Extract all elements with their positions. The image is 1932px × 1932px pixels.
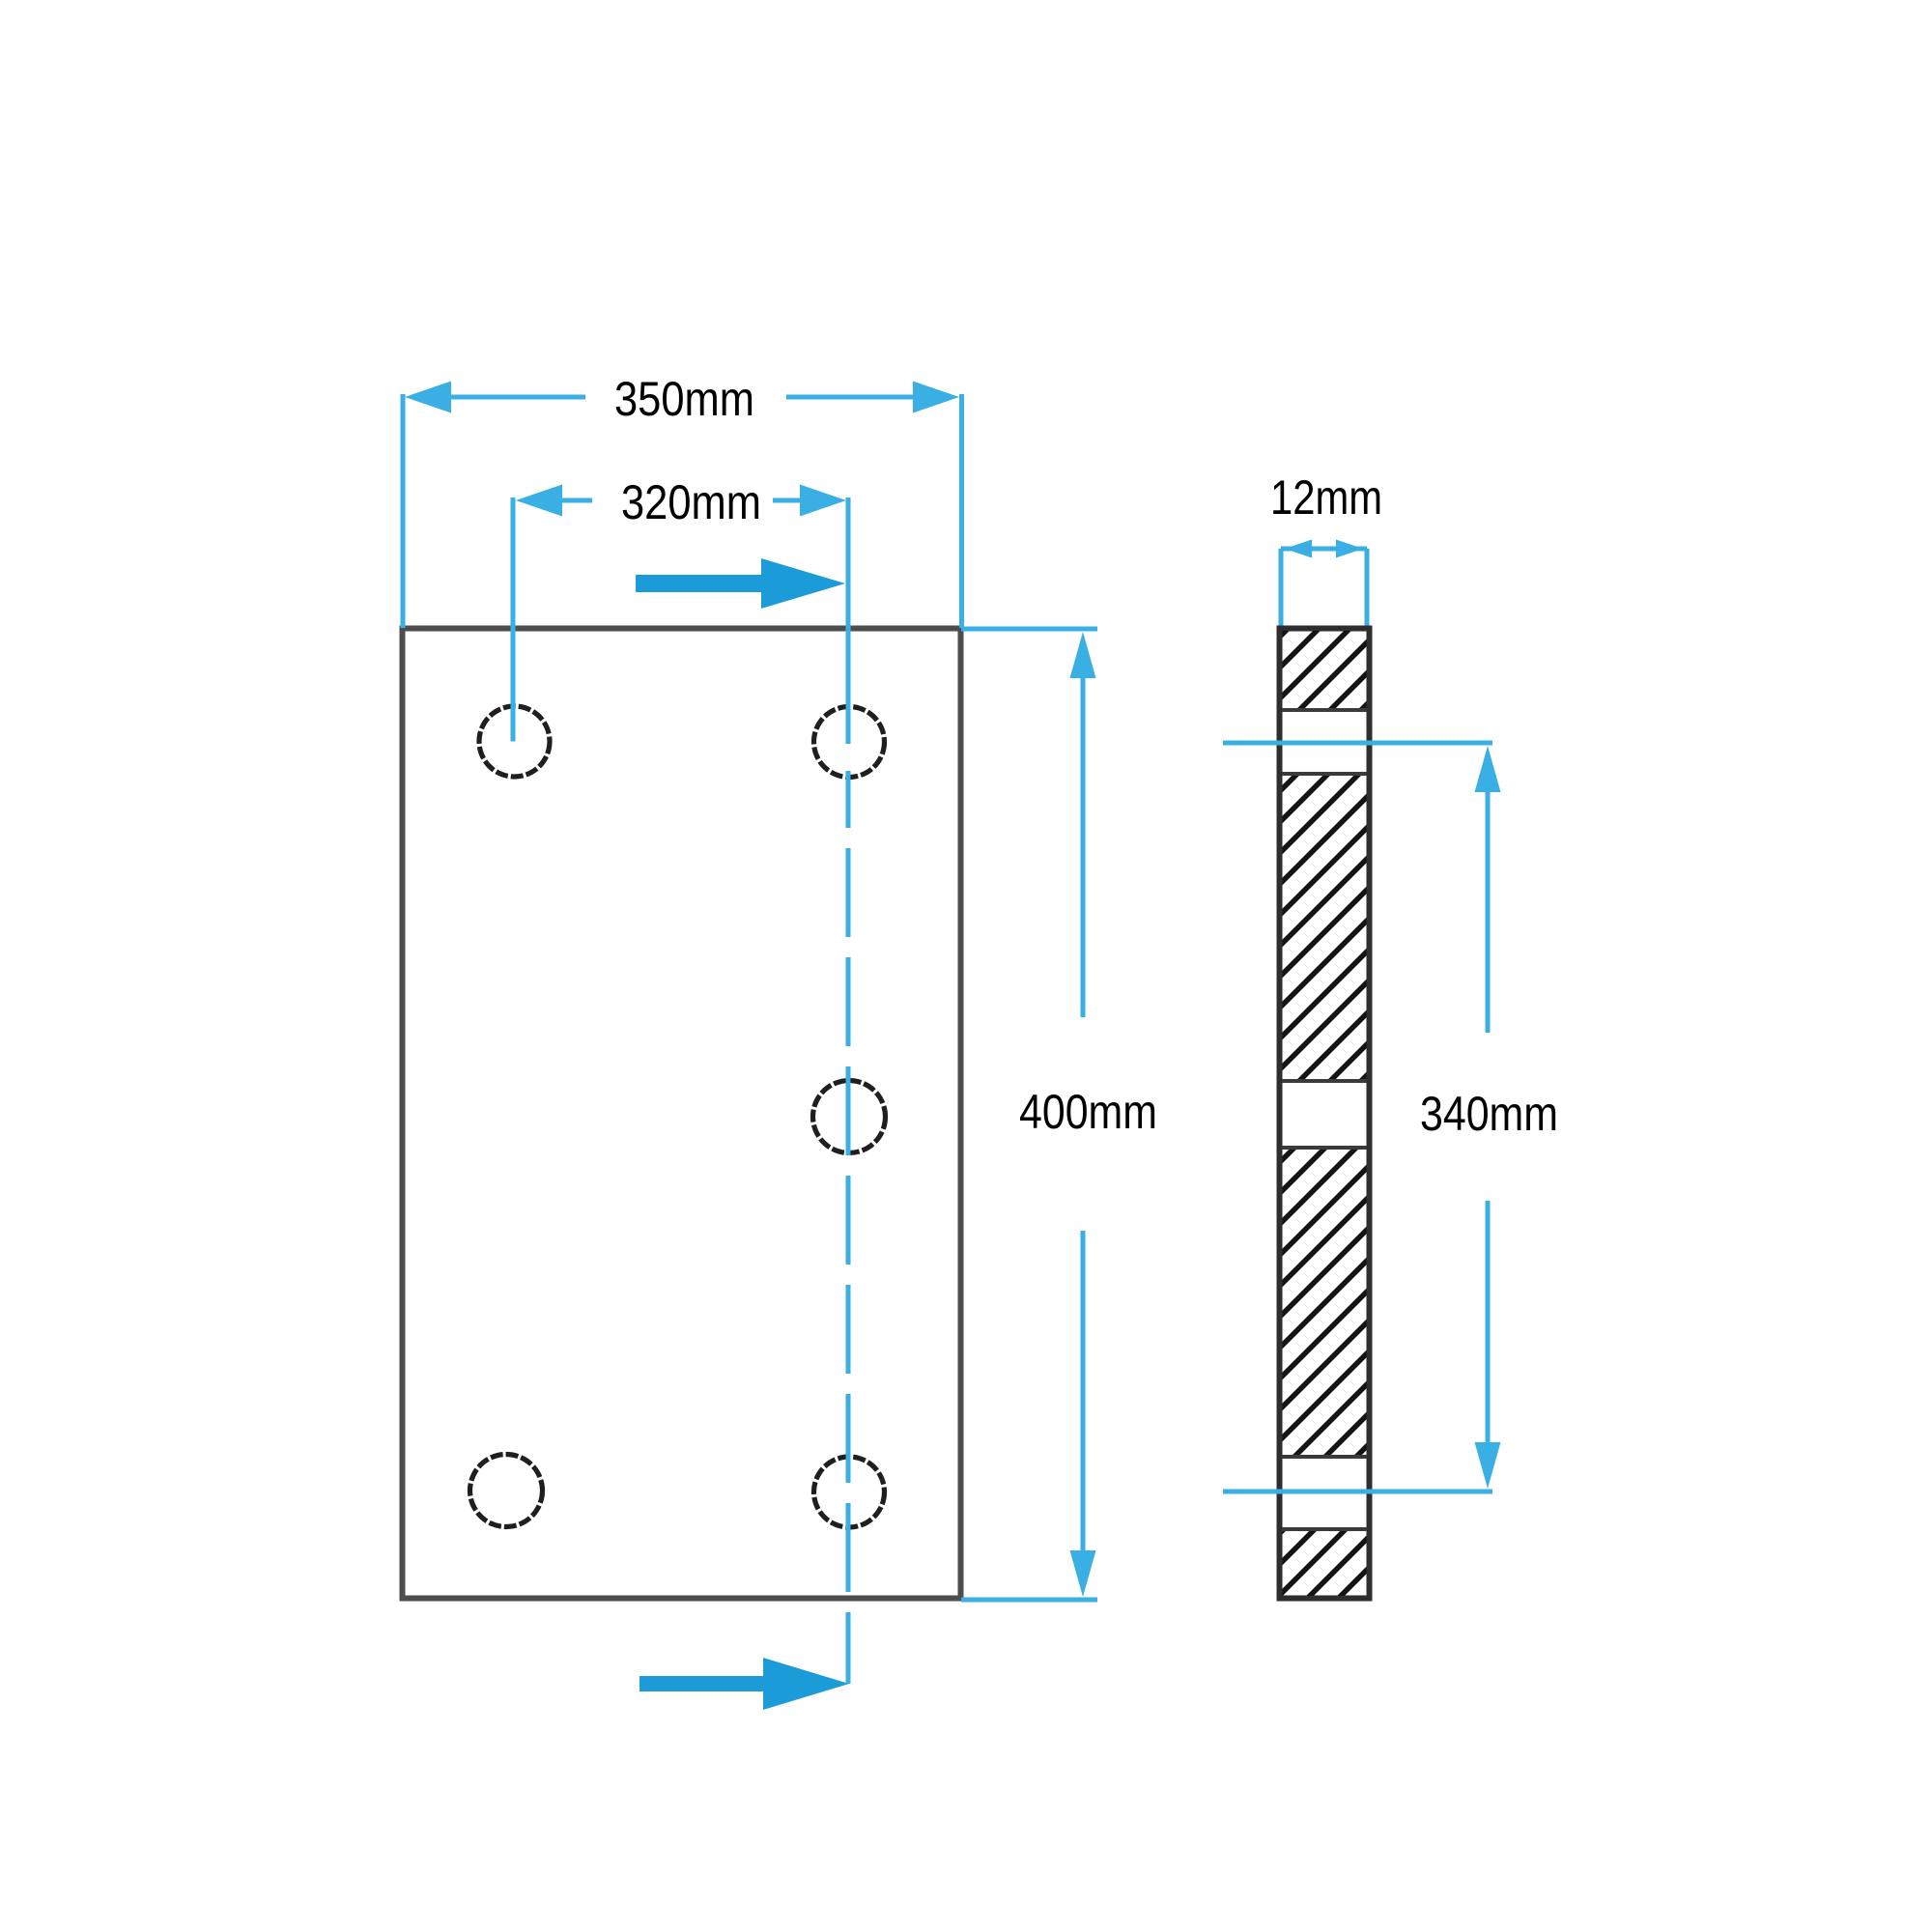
svg-text:340mm: 340mm	[1420, 1087, 1558, 1141]
svg-text:350mm: 350mm	[614, 372, 754, 426]
svg-text:400mm: 400mm	[1019, 1085, 1157, 1139]
svg-text:320mm: 320mm	[621, 475, 761, 529]
svg-text:12mm: 12mm	[1270, 470, 1382, 525]
